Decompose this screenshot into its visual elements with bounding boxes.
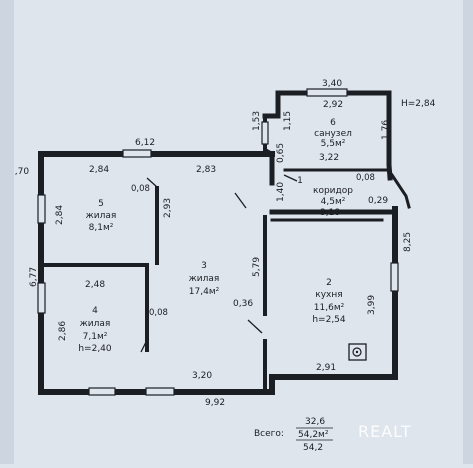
dim-label: H=2,84 xyxy=(401,99,436,109)
window xyxy=(37,282,46,314)
dim-label: 8,25 xyxy=(403,232,413,252)
dim-label: 2,83 xyxy=(196,165,216,175)
room-name: санузел xyxy=(314,129,352,139)
room-name: коридор xyxy=(313,186,353,196)
room-6: 6 санузел 5,5м² xyxy=(314,118,352,149)
dim-label: 3,40 xyxy=(322,79,342,89)
room-5: 5 жилая 8,1м² xyxy=(86,199,117,233)
room-height: h=2,40 xyxy=(78,344,112,354)
room-height: h=2,54 xyxy=(312,315,346,325)
dim-label: 2,84 xyxy=(55,205,65,225)
dim-label: 2,48 xyxy=(85,280,105,290)
dim-label: 2,86 xyxy=(58,321,68,341)
room-number: 1 xyxy=(297,176,303,186)
room-4: 4 жилая 7,1м² h=2,40 xyxy=(78,306,112,354)
door-swing xyxy=(140,339,148,353)
dim-label: 0,36 xyxy=(233,299,253,309)
totals-value-2: 54,2м² xyxy=(298,430,329,440)
room-2: 2 кухня 11,6м² h=2,54 xyxy=(312,278,346,325)
dim-label: 6,12 xyxy=(135,138,155,148)
room-number: 4 xyxy=(92,306,98,316)
door-swing xyxy=(283,174,298,182)
room-number: 2 xyxy=(326,278,332,288)
door-swing xyxy=(234,192,247,209)
dim-label: 0,08 xyxy=(356,173,375,183)
photo-edge-left xyxy=(0,0,14,464)
window xyxy=(145,387,175,396)
dim-label: 3,22 xyxy=(319,153,339,163)
diagonal-wall xyxy=(389,172,411,209)
door-swing xyxy=(247,319,263,334)
dim-label: 2,70 xyxy=(9,167,29,177)
totals-value-3: 54,2 xyxy=(303,443,323,453)
dim-label: 2,92 xyxy=(323,100,343,110)
room-name: жилая xyxy=(80,319,111,329)
outer-wall xyxy=(38,151,398,395)
room-number: 5 xyxy=(98,199,104,209)
window xyxy=(37,194,46,224)
windows xyxy=(37,88,399,396)
dim-label: 0,08 xyxy=(131,184,150,194)
dim-label: 2,84 xyxy=(89,165,109,175)
window xyxy=(261,121,269,145)
room-name: жилая xyxy=(86,211,117,221)
dim-label: 3,99 xyxy=(367,295,377,315)
room-area: 4,5м² xyxy=(321,197,346,207)
dim-label: 5,79 xyxy=(252,257,262,277)
stove-icon xyxy=(348,343,367,361)
dim-label: 2,91 xyxy=(316,363,336,373)
watermark-logo: REALT xyxy=(358,422,412,441)
dimensions: 3,40 2,92 H=2,84 1,53 1,15 1,76 3,22 0,6… xyxy=(9,79,436,408)
window xyxy=(122,149,152,158)
dim-label: 0,29 xyxy=(368,196,388,206)
room-1: 1 коридор 4,5м² xyxy=(297,176,353,207)
room-area: 7,1м² xyxy=(83,332,108,342)
door-swing xyxy=(146,177,158,188)
totals-value-1: 32,6 xyxy=(305,417,325,427)
room-area: 8,1м² xyxy=(89,223,114,233)
room-name: жилая xyxy=(189,274,220,284)
window xyxy=(390,262,399,292)
room-3: 3 жилая 17,4м² xyxy=(189,261,220,297)
dim-label: 2,93 xyxy=(163,198,173,218)
room-area: 17,4м² xyxy=(189,287,220,297)
room-name: кухня xyxy=(315,290,342,300)
dim-label: 1,40 xyxy=(276,182,286,202)
dim-label: 3,20 xyxy=(192,371,212,381)
dim-label: 6,77 xyxy=(29,267,39,287)
totals-label: Всего: xyxy=(254,429,284,439)
dim-label: 0,65 xyxy=(276,143,286,163)
dim-label: 1,15 xyxy=(283,111,293,131)
window xyxy=(306,88,348,97)
dim-label: 0,08 xyxy=(149,308,168,318)
dim-label: 3,18 xyxy=(320,208,340,218)
dim-label: 1,76 xyxy=(381,120,391,140)
room-number: 3 xyxy=(201,261,207,271)
window xyxy=(88,387,116,396)
photo-edge-right xyxy=(463,0,473,464)
dim-label: 9,92 xyxy=(205,398,225,408)
totals: Всего: 32,6 54,2м² 54,2 xyxy=(254,417,333,453)
room-area: 5,5м² xyxy=(321,139,346,149)
dim-label: 1,53 xyxy=(252,111,262,131)
room-number: 6 xyxy=(330,118,336,128)
room-area: 11,6м² xyxy=(314,303,345,313)
